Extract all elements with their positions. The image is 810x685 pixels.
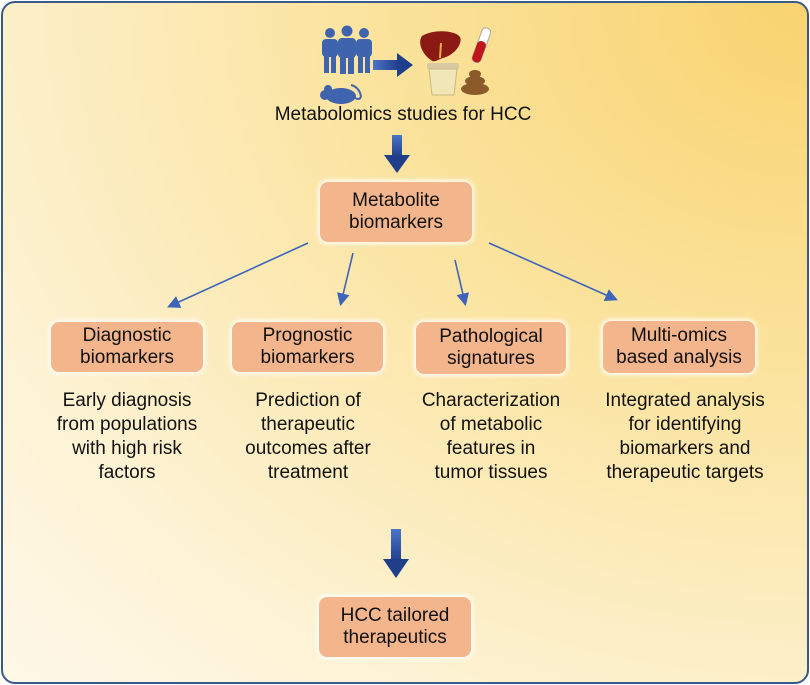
branch-desc-1: Early diagnosis from populations with hi… [56,390,198,483]
blood-tube-icon [471,27,492,63]
branch-arrow-2 [337,252,354,307]
branch-arrow-4 [488,242,618,301]
branch-box-3: Pathological signatures [416,322,566,374]
branch-box-4: Multi-omics based analysis [603,321,755,373]
branch-box-1: Diagnostic biomarkers [51,322,203,372]
header-title: Metabolomics studies for HCC [274,104,532,125]
mouse-icon [320,84,362,104]
branch-arrow-3 [454,259,470,307]
down-arrow-top [384,135,410,173]
people-icon [322,25,372,74]
branch-box-2: Prognostic biomarkers [232,322,383,372]
branch-desc-2: Prediction of therapeutic outcomes after… [245,390,371,483]
diagram-graphics [167,25,618,578]
outcome-box: HCC tailored therapeutics [319,597,471,657]
branch-desc-4: Integrated analysis for identifying biom… [605,390,765,483]
branch-desc-3: Characterization of metabolic features i… [421,390,561,483]
center-box: Metabolite biomarkers [320,182,472,242]
down-arrow-bottom [383,529,409,578]
branch-arrows [167,242,618,308]
samples-arrow [373,53,413,77]
branch-arrow-1 [167,242,309,308]
stool-icon [461,70,489,95]
urine-cup-icon [427,63,459,96]
liver-icon [420,31,461,62]
